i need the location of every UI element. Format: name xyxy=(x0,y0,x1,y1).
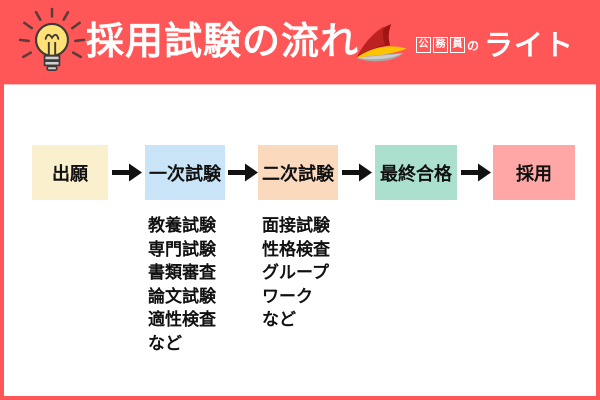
arrow-right-icon xyxy=(112,163,142,182)
list-item: 教養試験 xyxy=(148,216,216,235)
list-item: 専門試験 xyxy=(148,239,216,259)
brand-logo: 公 務 員 の ライト xyxy=(350,0,574,84)
list-item: など xyxy=(148,333,182,353)
list-item: など xyxy=(262,310,296,329)
list-item: 論文試験 xyxy=(148,286,216,306)
logo-boxed-char: 公 xyxy=(415,37,431,53)
header-banner: 採用試験の流れ 公 務 員 の ライト xyxy=(0,0,600,84)
content-panel xyxy=(4,84,596,396)
arrow-right-icon xyxy=(342,163,372,182)
flow-step-final-pass: 最終合格 xyxy=(375,145,457,200)
second-exam-details-list: 面接試験 性格検査 グループ ワーク など xyxy=(262,214,330,332)
list-item: 面接試験 xyxy=(262,216,330,235)
page-title: 採用試験の流れ xyxy=(86,21,360,63)
logo-brand-text: ライト xyxy=(483,30,574,62)
arrow-right-icon xyxy=(228,163,258,182)
list-item: 書類審査 xyxy=(148,263,216,282)
flow-step-application: 出願 xyxy=(32,145,108,200)
flow-step-hired: 採用 xyxy=(493,145,575,200)
logo-prefix: 公 務 員 の xyxy=(415,37,479,54)
first-exam-details-list: 教養試験 専門試験 書類審査 論文試験 適性検査 など xyxy=(148,214,216,355)
list-item: 性格検査 xyxy=(262,239,330,259)
list-item: 適性検査 xyxy=(148,310,216,329)
lightbulb-icon xyxy=(18,7,86,72)
arrow-right-icon xyxy=(461,163,491,182)
logo-boxed-char: 員 xyxy=(449,37,465,53)
flow-step-second-exam: 二次試験 xyxy=(258,145,338,200)
logo-boxed-char: 務 xyxy=(432,37,448,53)
swoosh-logo-icon xyxy=(356,24,407,62)
logo-particle: の xyxy=(466,38,479,53)
list-item: ワーク xyxy=(262,286,313,306)
flow-step-first-exam: 一次試験 xyxy=(145,145,225,200)
list-item: グループ xyxy=(262,263,329,282)
